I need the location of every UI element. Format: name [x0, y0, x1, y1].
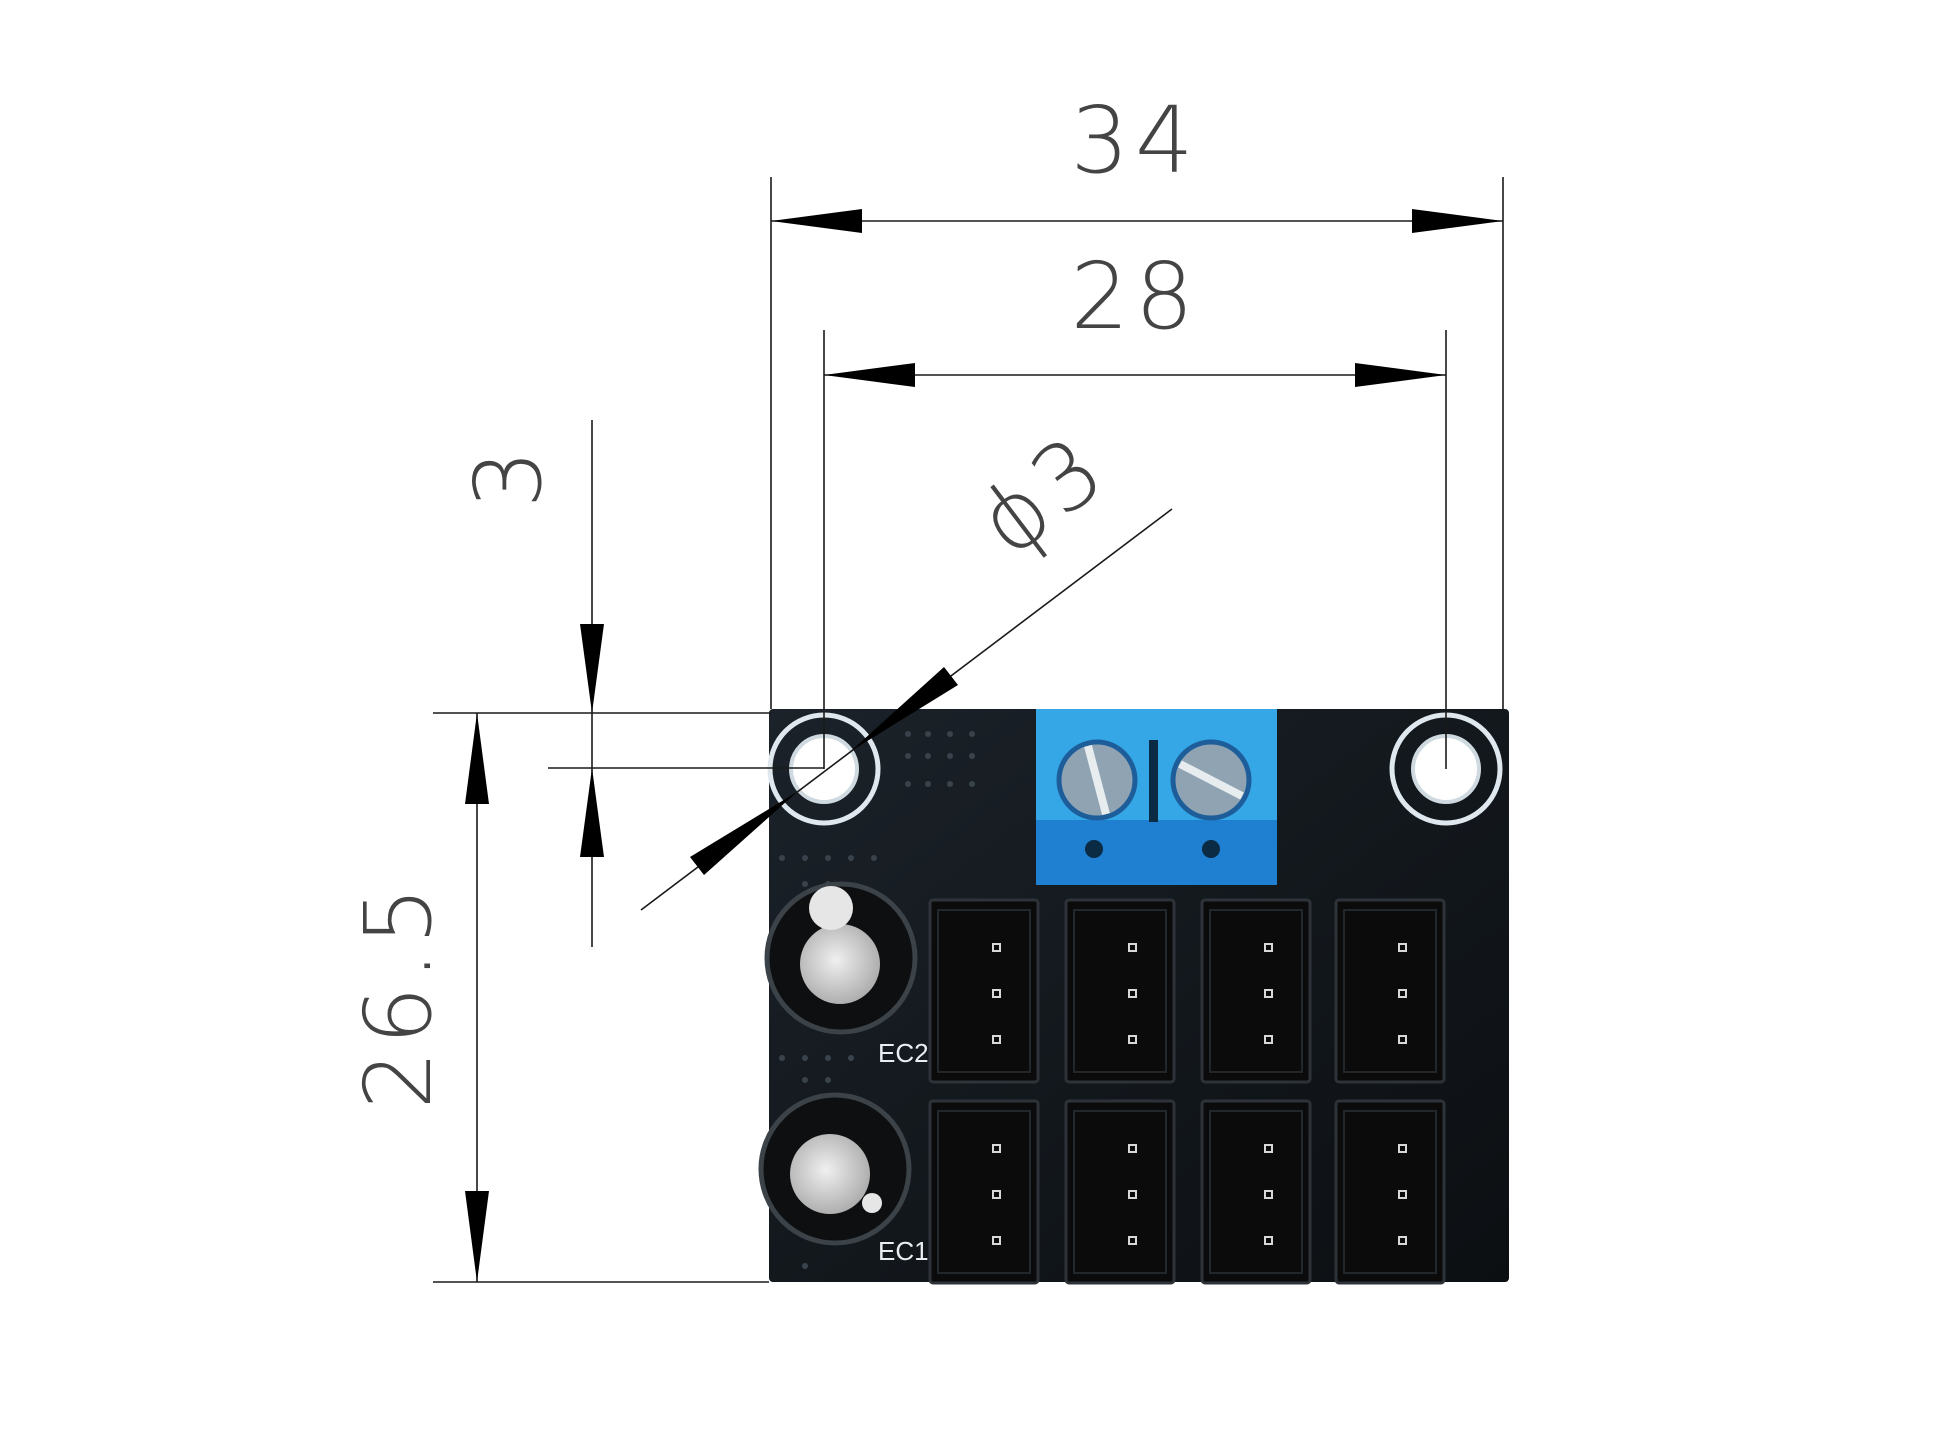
connector-pin [1128, 943, 1137, 952]
connector-pin [1398, 1144, 1407, 1153]
connector-pin [992, 989, 1001, 998]
connector-pin [1264, 1144, 1273, 1153]
connector-pin [1398, 989, 1407, 998]
fan-connector [928, 898, 1040, 1084]
fan-connector [1064, 1099, 1176, 1285]
dimension-label-28: 28 [1070, 243, 1199, 350]
fan-connector-grid [928, 898, 1446, 1285]
connector-pin [1398, 943, 1407, 952]
connector-pin [1128, 989, 1137, 998]
dimension-label-34: 34 [1070, 87, 1199, 194]
dimension-label-26-5: 26.5 [345, 881, 452, 1110]
vias [779, 731, 975, 1269]
screw-terminal-block [1036, 709, 1277, 885]
connector-pin [1398, 1236, 1407, 1245]
screw-icon [1170, 739, 1252, 821]
dimension-label-3: 3 [455, 444, 562, 509]
connector-pin [1264, 1190, 1273, 1199]
dimension-overall-height: 26.5 [345, 713, 769, 1283]
connector-pin [992, 1236, 1001, 1245]
silkscreen-label-ec1: EC1 [878, 1236, 929, 1266]
connector-pin [1398, 1190, 1407, 1199]
fan-connector [1200, 898, 1312, 1084]
silkscreen-label-ec2: EC2 [878, 1038, 929, 1068]
connector-pin [992, 1190, 1001, 1199]
connector-pin [1398, 1035, 1407, 1044]
connector-pin [992, 1035, 1001, 1044]
pcb-board: EC2 EC1 [758, 709, 1509, 1285]
fan-connector [1334, 1099, 1446, 1285]
connector-pin [1128, 1035, 1137, 1044]
dimension-hole-offset: 3 [433, 420, 824, 947]
dimension-label-phi-3: ϕ3 [958, 413, 1127, 577]
connector-pin [1128, 1144, 1137, 1153]
screw-icon [1056, 739, 1138, 821]
connector-pin [992, 943, 1001, 952]
dimension-overall-width: 34 [770, 87, 1504, 709]
connector-pin [1264, 1035, 1273, 1044]
connector-pin [1128, 1236, 1137, 1245]
connector-pin [992, 1144, 1001, 1153]
connector-pin [1264, 943, 1273, 952]
fan-connector [1200, 1099, 1312, 1285]
fan-connector [928, 1099, 1040, 1285]
capacitor-ec2 [764, 881, 918, 1035]
fan-connector [1064, 898, 1176, 1084]
connector-pin [1264, 989, 1273, 998]
connector-pin [1128, 1190, 1137, 1199]
capacitor-ec1 [758, 1092, 912, 1246]
dimension-hole-spacing: 28 [823, 243, 1447, 769]
connector-pin [1264, 1236, 1273, 1245]
fan-connector [1334, 898, 1446, 1084]
